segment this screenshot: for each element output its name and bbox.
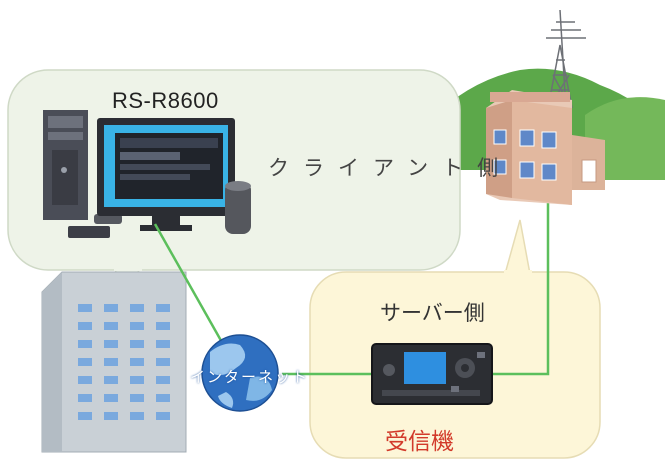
globe-icon	[201, 334, 279, 412]
software-title: RS-R8600	[112, 88, 219, 113]
client-side-label: クライアント側	[268, 156, 513, 180]
monitor-icon	[97, 118, 235, 231]
keyboard-icon	[68, 214, 122, 238]
house-icon	[486, 90, 605, 205]
server-side-label: サーバー側	[380, 301, 485, 325]
internet-label: インターネット	[190, 368, 310, 386]
desktop-pc-icon	[43, 110, 88, 220]
receiver-icon	[371, 343, 493, 405]
office-building-icon	[41, 271, 187, 453]
speaker-icon	[225, 181, 251, 234]
receiver-label: 受信機	[385, 429, 454, 455]
link-lines	[153, 200, 550, 376]
